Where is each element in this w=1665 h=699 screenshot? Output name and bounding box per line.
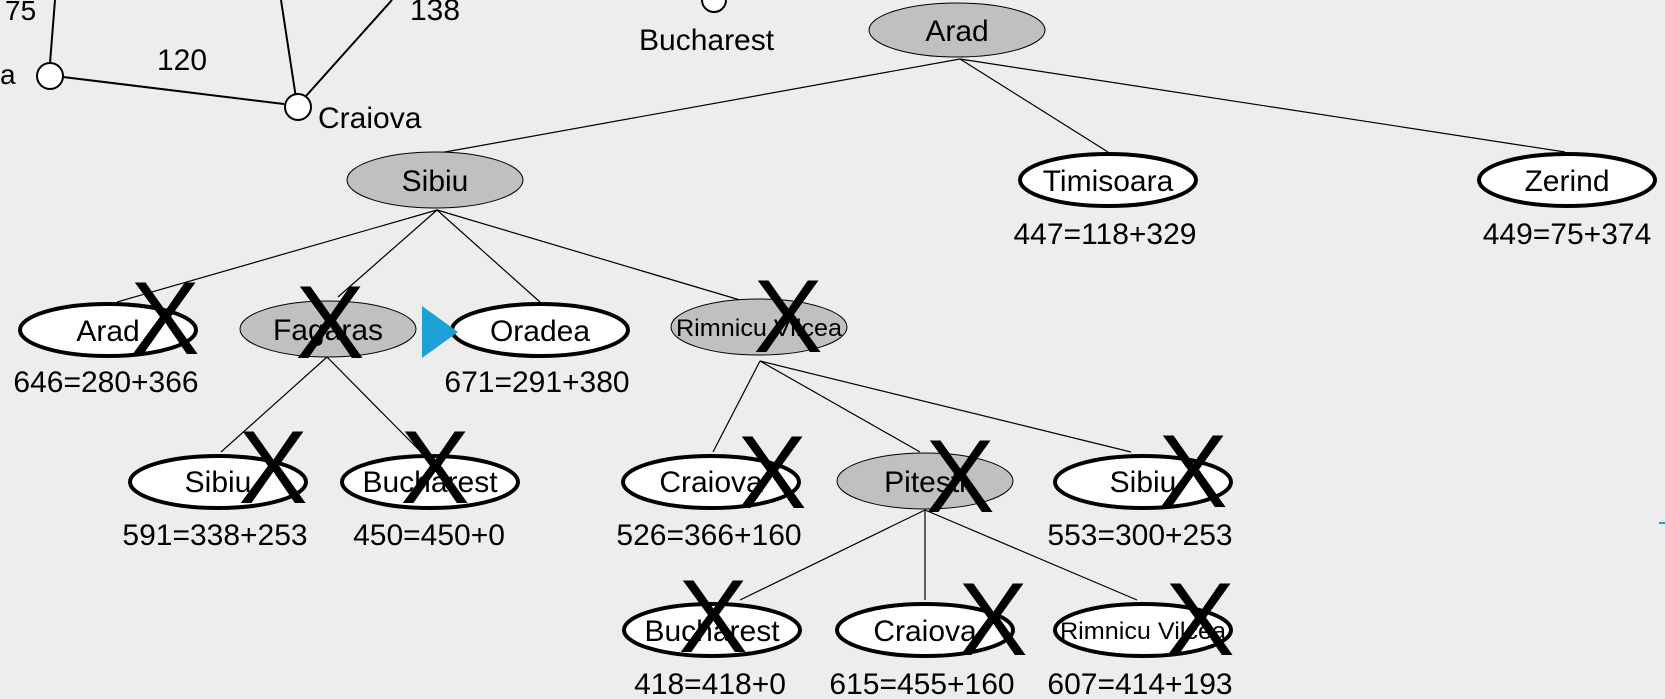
cross-mark: X (1158, 414, 1227, 530)
node-label: Pitesti (884, 466, 966, 499)
node-label: Sibiu (185, 466, 252, 499)
pointer-arrow (422, 306, 458, 358)
node-label: Timisoara (1043, 165, 1174, 198)
node-arad-2: Arad 646=280+366 X (13, 261, 199, 399)
node-sibiu-4: Sibiu 553=300+253 X (1047, 414, 1233, 552)
cross-mark: X (737, 415, 806, 531)
node-score: 447=118+329 (1014, 218, 1197, 251)
node-bucharest-4: Bucharest 418=418+0 X (622, 559, 802, 699)
node-craiova-3: Craiova 526=366+160 X (616, 415, 806, 552)
node-score: 449=75+374 (1483, 218, 1652, 251)
node-sibiu-3: Sibiu 591=338+253 X (122, 410, 308, 552)
cross-mark: X (678, 559, 747, 675)
cross-mark: X (400, 410, 469, 526)
node-label: Craiova (659, 466, 763, 499)
node-label: Bucharest (362, 466, 498, 499)
node-craiova-4: Craiova 615=455+160 X (829, 562, 1027, 699)
node-timisoara: Timisoara 447=118+329 (1014, 152, 1198, 251)
node-label: Arad (76, 315, 139, 348)
node-score: 591=338+253 (122, 519, 307, 552)
node-label: Rimnicu Vilcea (676, 315, 843, 342)
node-label: Oradea (490, 315, 590, 348)
edge-label-75: 75 (5, 0, 36, 26)
tree-edges (116, 58, 1566, 601)
node-label: Zerind (1524, 165, 1609, 198)
cross-mark: X (958, 562, 1027, 678)
node-label: Sibiu (402, 165, 469, 198)
edge-label-138: 138 (410, 0, 460, 27)
node-label: Sibiu (1110, 466, 1177, 499)
node-score: 615=455+160 (829, 668, 1014, 699)
map-node-bucharest (701, 0, 727, 13)
cross-mark: X (295, 265, 364, 381)
node-rimnicu-vilcea-4: Rimnicu Vilcea 607=414+193 X (1047, 562, 1234, 699)
node-oradea: Oradea 671=291+380 (444, 302, 630, 399)
edge-label-120: 120 (157, 44, 207, 77)
map-fragment: 75 120 138 a Craiova Bucharest (0, 0, 775, 135)
node-fagaras: Fagaras X (239, 265, 417, 381)
node-score: 450=450+0 (353, 519, 505, 552)
node-score: 526=366+160 (616, 519, 801, 552)
node-label: Craiova (873, 615, 977, 648)
map-node-craiova (284, 93, 312, 121)
node-label: Arad (925, 15, 988, 48)
city-label-a: a (0, 59, 16, 90)
cross-mark: X (238, 410, 307, 526)
node-bucharest-3: Bucharest 450=450+0 X (340, 410, 520, 552)
node-score: 418=418+0 (634, 668, 786, 699)
cross-mark: X (925, 419, 994, 535)
node-label: Rimnicu Vilcea (1060, 618, 1227, 645)
node-label: Fagaras (273, 314, 383, 347)
cross-mark: X (753, 259, 822, 375)
node-score: 607=414+193 (1047, 668, 1232, 699)
cross-mark: X (1165, 562, 1234, 678)
node-score: 671=291+380 (444, 366, 629, 399)
node-arad-root: Arad (868, 2, 1046, 58)
map-node-a (36, 62, 64, 90)
node-score: 646=280+366 (13, 366, 198, 399)
node-zerind: Zerind 449=75+374 (1477, 152, 1657, 251)
cross-mark: X (130, 261, 199, 377)
node-pitesti: Pitesti X (836, 419, 1014, 535)
node-label: Bucharest (644, 615, 780, 648)
city-label-bucharest: Bucharest (639, 24, 775, 57)
city-label-craiova: Craiova (318, 102, 422, 135)
node-score: 553=300+253 (1047, 519, 1232, 552)
node-rimnicu-vilcea: Rimnicu Vilcea X (670, 259, 848, 375)
node-sibiu: Sibiu (346, 151, 524, 209)
